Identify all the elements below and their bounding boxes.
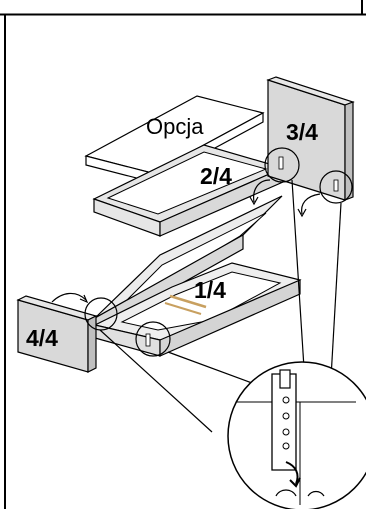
detail-circle-hook	[264, 147, 300, 183]
label-step-2: 2/4	[200, 163, 232, 189]
label-step-3: 3/4	[286, 119, 318, 145]
label-step-1: 1/4	[194, 277, 226, 303]
leader-lines	[99, 179, 342, 433]
curved-arrows	[51, 179, 321, 304]
side-panel-4-4	[16, 295, 98, 373]
detail-circle-hook	[319, 170, 353, 204]
label-step-4: 4/4	[26, 325, 58, 351]
label-option: Opcja	[146, 114, 204, 139]
base-frame-1-4	[93, 195, 302, 357]
detail-circle-hook	[84, 297, 118, 331]
slat	[164, 302, 202, 315]
zoom-detail	[227, 361, 366, 509]
slat	[169, 294, 207, 309]
detail-circle-hook	[135, 321, 171, 357]
